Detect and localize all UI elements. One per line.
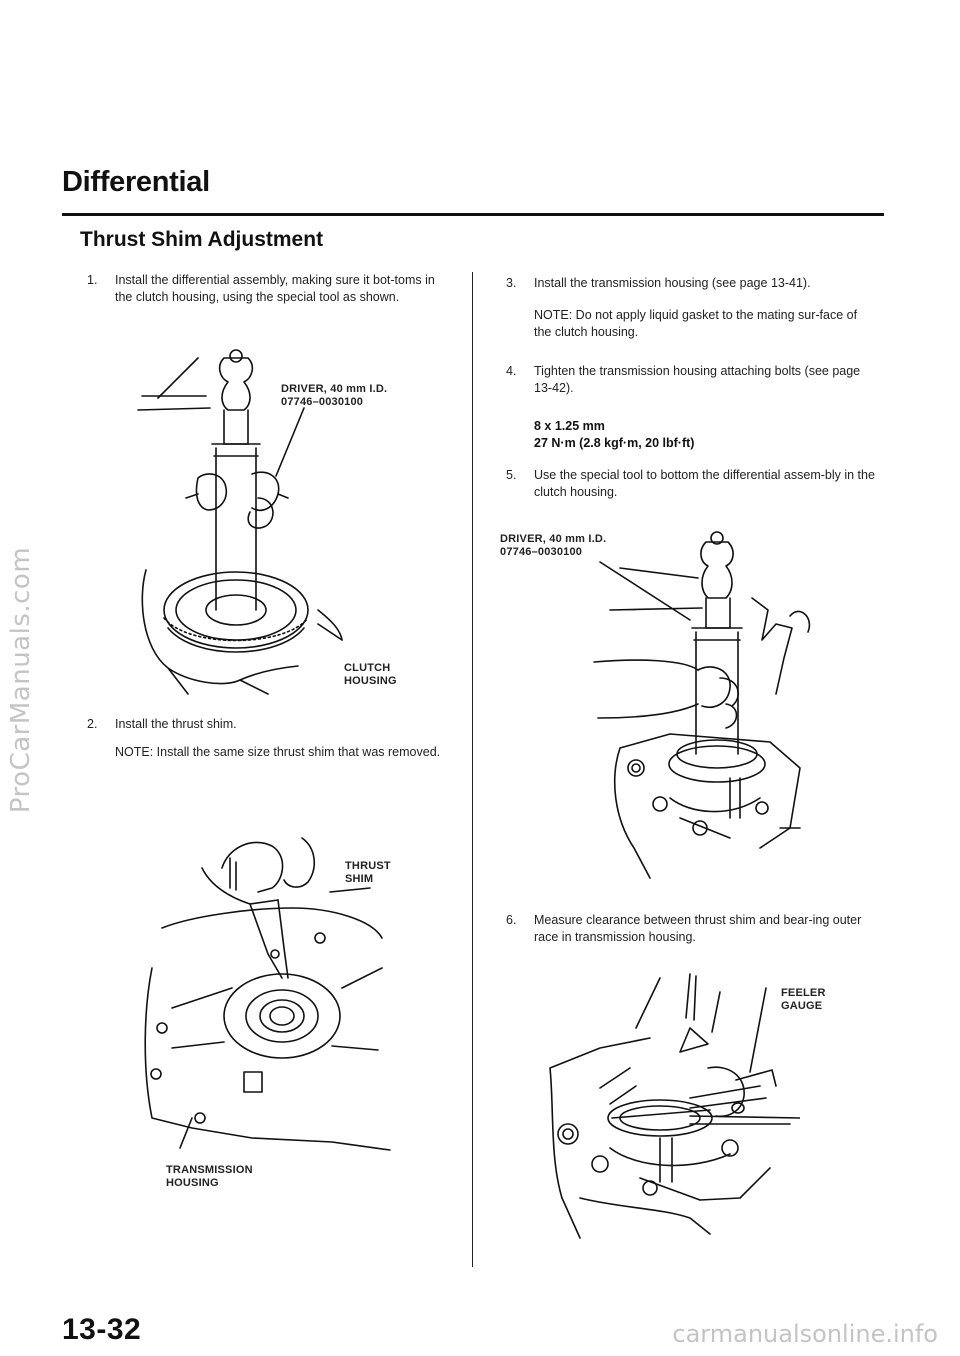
step-5-text: Use the special tool to bottom the diffe… bbox=[534, 468, 875, 499]
section-title: Differential bbox=[62, 166, 210, 198]
side-watermark: ProCarManuals.com bbox=[6, 430, 36, 930]
torque-spec-value: 27 N·m (2.8 kgf·m, 20 lbf·ft) bbox=[534, 436, 695, 450]
step-1-text: Install the differential assembly, makin… bbox=[115, 273, 435, 304]
step-5-number: 5. bbox=[506, 468, 517, 482]
callout-driver-2: DRIVER, 40 mm I.D. 07746–0030100 bbox=[500, 533, 606, 559]
step-1: 1. Install the differential assembly, ma… bbox=[87, 272, 452, 306]
callout-feeler-gauge-line1: FEELER bbox=[781, 987, 826, 999]
torque-spec-bolt-size: 8 x 1.25 mm bbox=[534, 419, 605, 433]
torque-spec: 8 x 1.25 mm 27 N·m (2.8 kgf·m, 20 lbf·ft… bbox=[534, 418, 694, 452]
step-2-text: Install the thrust shim. bbox=[115, 717, 237, 731]
callout-driver-1-name: DRIVER, 40 mm I.D. bbox=[281, 383, 388, 395]
callout-transmission-housing: TRANSMISSION HOUSING bbox=[166, 1164, 253, 1190]
side-watermark-text: ProCarManuals.com bbox=[6, 546, 36, 814]
callout-clutch-housing: CLUTCH HOUSING bbox=[344, 662, 397, 688]
callout-clutch-housing-line2: HOUSING bbox=[344, 675, 397, 687]
figure-feeler-gauge-measurement bbox=[540, 968, 800, 1248]
callout-thrust-shim: THRUST SHIM bbox=[345, 860, 391, 886]
step-4-text: Tighten the transmission housing attachi… bbox=[534, 364, 861, 395]
callout-driver-2-name: DRIVER, 40 mm I.D. bbox=[500, 533, 607, 545]
callout-transmission-housing-line2: HOUSING bbox=[166, 1177, 219, 1189]
step-6-number: 6. bbox=[506, 913, 517, 927]
step-3: 3. Install the transmission housing (see… bbox=[506, 275, 876, 292]
callout-driver-1: DRIVER, 40 mm I.D. 07746–0030100 bbox=[281, 383, 387, 409]
step-3-number: 3. bbox=[506, 276, 517, 290]
step-6-text: Measure clearance between thrust shim an… bbox=[534, 913, 862, 944]
callout-thrust-shim-line2: SHIM bbox=[345, 873, 374, 885]
step-3-note: NOTE: Do not apply liquid gasket to the … bbox=[534, 308, 858, 339]
callout-feeler-gauge: FEELER GAUGE bbox=[781, 987, 826, 1013]
step-2: 2. Install the thrust shim. bbox=[87, 716, 452, 733]
callout-thrust-shim-line1: THRUST bbox=[345, 860, 391, 872]
step-4-number: 4. bbox=[506, 364, 517, 378]
column-divider bbox=[472, 272, 473, 1267]
callout-driver-1-partnum: 07746–0030100 bbox=[281, 396, 364, 408]
step-1-number: 1. bbox=[87, 273, 98, 287]
figure-thrust-shim-install bbox=[132, 828, 392, 1158]
callout-feeler-gauge-line2: GAUGE bbox=[781, 1000, 823, 1012]
subsection-title: Thrust Shim Adjustment bbox=[80, 228, 324, 251]
title-rule bbox=[62, 213, 884, 216]
figure-driver-on-clutch-housing bbox=[128, 348, 448, 698]
figure-driver-bottoming-differential bbox=[580, 528, 820, 880]
callout-driver-2-partnum: 07746–0030100 bbox=[500, 546, 583, 558]
bottom-watermark: carmanualsonline.info bbox=[672, 1320, 938, 1348]
page-number: 13-32 bbox=[62, 1313, 142, 1346]
step-4: 4. Tighten the transmission housing atta… bbox=[506, 363, 876, 397]
step-5: 5. Use the special tool to bottom the di… bbox=[506, 467, 876, 501]
callout-transmission-housing-line1: TRANSMISSION bbox=[166, 1164, 253, 1176]
step-2-number: 2. bbox=[87, 717, 98, 731]
step-2-note: NOTE: Install the same size thrust shim … bbox=[115, 745, 441, 759]
callout-clutch-housing-line1: CLUTCH bbox=[344, 662, 391, 674]
step-3-text: Install the transmission housing (see pa… bbox=[534, 276, 811, 290]
step-6: 6. Measure clearance between thrust shim… bbox=[506, 912, 876, 946]
